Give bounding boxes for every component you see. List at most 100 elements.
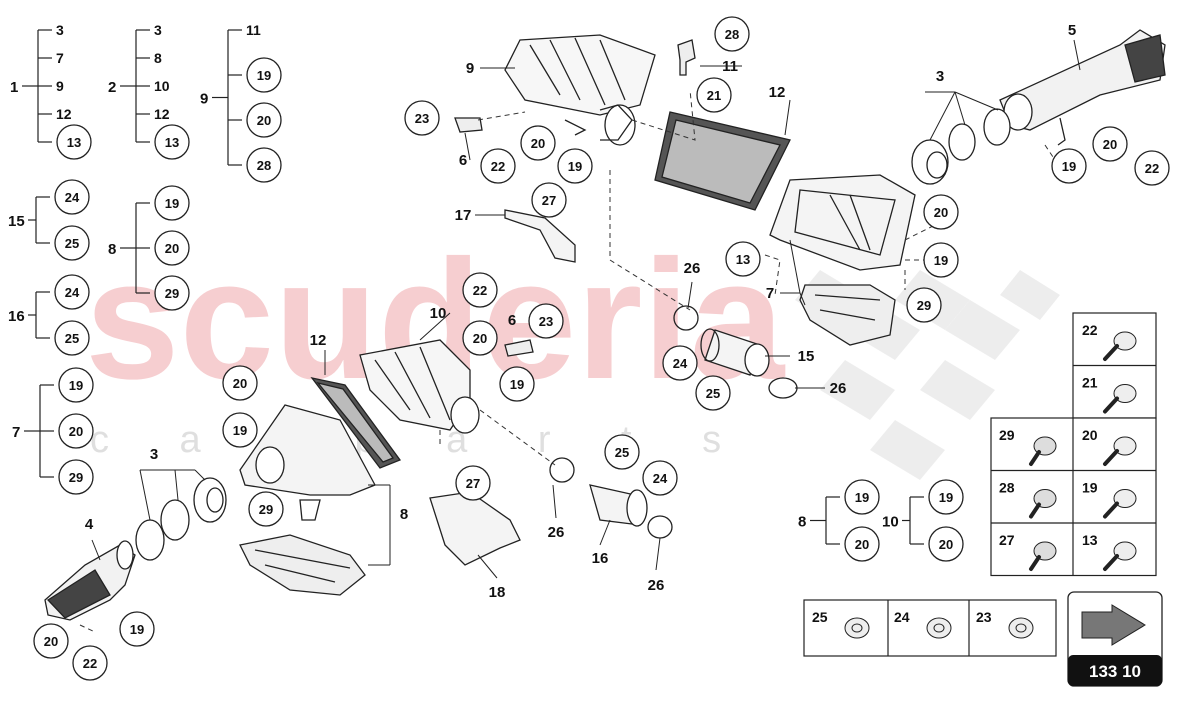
callout-c12a[interactable]: 12: [769, 84, 786, 101]
legend-item[interactable]: 19: [939, 490, 953, 505]
callout-c20e[interactable]: 20: [233, 376, 247, 391]
callout-c13[interactable]: 13: [736, 252, 750, 267]
bottom-table-label[interactable]: 24: [894, 609, 910, 625]
legend-item[interactable]: 13: [165, 135, 179, 150]
legend-item-circle: [246, 57, 282, 93]
callout-c6b[interactable]: 6: [508, 312, 516, 329]
callout-c20f[interactable]: 20: [44, 634, 58, 649]
callout-c22d[interactable]: 22: [83, 656, 97, 671]
callout-c23b[interactable]: 23: [539, 314, 553, 329]
callout-c15[interactable]: 15: [798, 348, 815, 365]
callout-c25b[interactable]: 25: [615, 445, 629, 460]
parts-table-label[interactable]: 21: [1082, 375, 1098, 391]
leader-line: [552, 484, 557, 519]
callout-c20c[interactable]: 20: [934, 205, 948, 220]
legend-item[interactable]: 20: [257, 113, 271, 128]
callout-c8[interactable]: 8: [400, 506, 408, 523]
legend-item[interactable]: 19: [69, 378, 83, 393]
callout-c16[interactable]: 16: [592, 550, 609, 567]
callout-c12b[interactable]: 12: [310, 332, 327, 349]
callout-c26d[interactable]: 26: [648, 577, 665, 594]
bottom-table-label[interactable]: 25: [812, 609, 828, 625]
parts-table-label[interactable]: 28: [999, 480, 1015, 496]
callout-c27a[interactable]: 27: [542, 193, 556, 208]
legend-item[interactable]: 29: [165, 286, 179, 301]
callout-c22c[interactable]: 22: [473, 283, 487, 298]
callout-c9[interactable]: 9: [466, 60, 474, 77]
legend-item[interactable]: 19: [257, 68, 271, 83]
callout-c18[interactable]: 18: [489, 584, 506, 601]
legend-item[interactable]: 8: [154, 50, 162, 66]
legend-item[interactable]: 29: [69, 470, 83, 485]
callout-c17[interactable]: 17: [455, 207, 472, 224]
part-icon: [1113, 541, 1137, 561]
callout-c6a[interactable]: 6: [459, 152, 467, 169]
parts-table-label[interactable]: 27: [999, 532, 1015, 548]
callout-c24b[interactable]: 24: [653, 471, 668, 486]
legend-item[interactable]: 12: [56, 106, 72, 122]
legend-item[interactable]: 24: [65, 285, 80, 300]
legend-item[interactable]: 25: [65, 331, 79, 346]
callout-c19e[interactable]: 19: [233, 423, 247, 438]
callout-c26b[interactable]: 26: [830, 380, 847, 397]
legend-item[interactable]: 24: [65, 190, 80, 205]
legend-item[interactable]: 20: [855, 537, 869, 552]
callout-c20b[interactable]: 20: [1103, 137, 1117, 152]
callout-c28[interactable]: 28: [725, 27, 739, 42]
legend-item[interactable]: 7: [56, 50, 64, 66]
callout-c24a[interactable]: 24: [673, 356, 688, 371]
callout-c19c[interactable]: 19: [934, 253, 948, 268]
callout-c19d[interactable]: 19: [510, 377, 524, 392]
parts-table-label[interactable]: 29: [999, 427, 1015, 443]
callout-c29b[interactable]: 29: [259, 502, 273, 517]
callout-c25a[interactable]: 25: [706, 386, 720, 401]
legend-item[interactable]: 9: [56, 78, 64, 94]
legend-item[interactable]: 20: [165, 241, 179, 256]
legend-item[interactable]: 20: [69, 424, 83, 439]
callout-circle: [404, 100, 440, 136]
callout-c7[interactable]: 7: [766, 285, 774, 302]
bracket-17: [504, 209, 576, 263]
parts-table-label[interactable]: 13: [1082, 532, 1098, 548]
callout-c4[interactable]: 4: [85, 516, 94, 533]
part-icon: [1008, 617, 1034, 639]
callout-c26a[interactable]: 26: [684, 260, 701, 277]
callout-c19b[interactable]: 19: [1062, 159, 1076, 174]
legend-item[interactable]: 13: [67, 135, 81, 150]
callout-c19f[interactable]: 19: [130, 622, 144, 637]
legend-item[interactable]: 11: [246, 22, 261, 38]
callout-c23a[interactable]: 23: [415, 111, 429, 126]
callout-c19a[interactable]: 19: [568, 159, 582, 174]
legend-item[interactable]: 12: [154, 106, 170, 122]
callout-c20a[interactable]: 20: [531, 136, 545, 151]
legend-item[interactable]: 19: [855, 490, 869, 505]
legend-item[interactable]: 20: [939, 537, 953, 552]
bottom-table-label[interactable]: 23: [976, 609, 992, 625]
sensor-11: [677, 39, 696, 76]
callout-c3b[interactable]: 3: [150, 446, 158, 463]
legend-item[interactable]: 28: [257, 158, 271, 173]
legend-item[interactable]: 19: [165, 196, 179, 211]
legend-item-circle: [928, 479, 964, 515]
callout-c27b[interactable]: 27: [466, 476, 480, 491]
callout-c29a[interactable]: 29: [917, 298, 931, 313]
callout-c22a[interactable]: 22: [491, 159, 505, 174]
callout-c5[interactable]: 5: [1068, 22, 1076, 39]
legend-group-label: 8: [798, 514, 806, 531]
callout-circle: [33, 623, 69, 659]
legend-item-circle: [844, 526, 880, 562]
callout-c20d[interactable]: 20: [473, 331, 487, 346]
callout-c26c[interactable]: 26: [548, 524, 565, 541]
parts-table-label[interactable]: 22: [1082, 322, 1098, 338]
legend-item[interactable]: 3: [154, 22, 162, 38]
legend-item[interactable]: 3: [56, 22, 64, 38]
parts-table-label[interactable]: 19: [1082, 480, 1098, 496]
legend-item[interactable]: 10: [154, 78, 170, 94]
callout-c3a[interactable]: 3: [936, 68, 944, 85]
legend-item[interactable]: 25: [65, 236, 79, 251]
parts-table-label[interactable]: 20: [1082, 427, 1098, 443]
callout-c21[interactable]: 21: [707, 88, 721, 103]
callout-c22b[interactable]: 22: [1145, 161, 1159, 176]
callout-c10[interactable]: 10: [430, 305, 447, 322]
